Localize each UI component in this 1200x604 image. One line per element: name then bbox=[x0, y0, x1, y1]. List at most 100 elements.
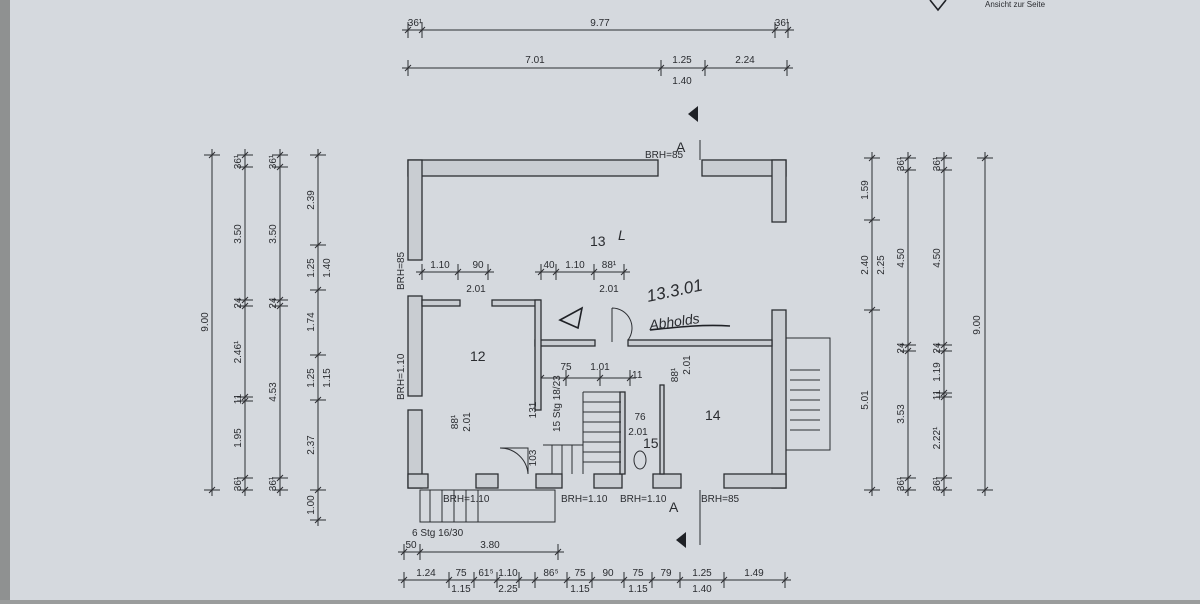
dimension-tick bbox=[418, 268, 426, 276]
dimension-label: 1.10 bbox=[430, 260, 450, 271]
dimension-label: 36¹ bbox=[932, 476, 943, 491]
dimension-tick bbox=[868, 306, 876, 314]
dimension-label: 1.25 bbox=[306, 368, 317, 388]
dimension-tick bbox=[493, 576, 501, 584]
dimension-label: 1.19 bbox=[932, 362, 943, 382]
dimension-tick bbox=[416, 548, 424, 556]
dimension-tick bbox=[904, 474, 912, 482]
dimension-label: 1.74 bbox=[306, 312, 317, 332]
dimension-label: 36¹ bbox=[896, 476, 907, 491]
dimension-label: 36¹ bbox=[268, 154, 279, 169]
sill-top: BRH=85 bbox=[645, 150, 684, 161]
dimension-tick bbox=[657, 64, 665, 72]
dimension-label: 24 bbox=[932, 342, 943, 354]
dimension-tick bbox=[484, 268, 492, 276]
dimension-tick bbox=[404, 26, 412, 34]
dimension-label: 24 bbox=[896, 342, 907, 354]
dimension-label: 2.46¹ bbox=[233, 340, 244, 363]
dimension-tick bbox=[904, 154, 912, 162]
dimension-tick bbox=[554, 548, 562, 556]
dimension-tick bbox=[552, 268, 560, 276]
dimension-label: 88¹ bbox=[670, 367, 681, 382]
dimension-tick bbox=[620, 268, 628, 276]
dimension-label: 4.53 bbox=[268, 382, 279, 402]
dimension-lines bbox=[204, 22, 993, 588]
sill-bottom-2: BRH=1.10 bbox=[561, 494, 608, 505]
dimension-label: 4.50 bbox=[896, 248, 907, 268]
dimension-tick bbox=[208, 151, 216, 159]
dimension-label: 1.40 bbox=[672, 76, 692, 87]
paper-edge bbox=[0, 0, 10, 600]
dimension-label: 40 bbox=[543, 260, 555, 271]
dimension-label: 2.22¹ bbox=[932, 426, 943, 449]
dimension-tick bbox=[940, 154, 948, 162]
dimension-tick bbox=[940, 393, 948, 401]
dimension-label: 1.00 bbox=[306, 495, 317, 515]
section-arrow-bottom-icon bbox=[676, 532, 686, 548]
dimension-label: 36¹ bbox=[896, 156, 907, 171]
dimension-label: 50 bbox=[405, 540, 417, 551]
dimension-label: 2.25 bbox=[876, 255, 887, 275]
dimension-tick bbox=[314, 351, 322, 359]
dimension-tick bbox=[701, 64, 709, 72]
dimension-label: 1.10 bbox=[565, 260, 585, 271]
dimension-label: 2.39 bbox=[306, 190, 317, 210]
dimension-tick bbox=[563, 576, 571, 584]
dimension-label: 2.25 bbox=[498, 584, 518, 595]
dimension-label: 36¹ bbox=[775, 18, 790, 29]
dimension-label: 1.25 bbox=[692, 568, 712, 579]
dimension-tick bbox=[904, 486, 912, 494]
dimension-label: 90 bbox=[472, 260, 484, 271]
dimension-label: 36¹ bbox=[233, 476, 244, 491]
dimension-tick bbox=[314, 516, 322, 524]
dimension-label: 11 bbox=[233, 393, 244, 404]
dimension-tick bbox=[981, 486, 989, 494]
room-12-label: 12 bbox=[470, 348, 486, 364]
dimension-label: 1.15 bbox=[451, 584, 471, 595]
dimension-tick bbox=[781, 576, 789, 584]
handwritten-signature: Abholds bbox=[647, 310, 700, 333]
dimension-tick bbox=[241, 296, 249, 304]
dimension-tick bbox=[418, 26, 426, 34]
dimension-label: 88¹ bbox=[602, 260, 617, 271]
stair-and-fixtures bbox=[419, 0, 947, 548]
dimension-tick bbox=[276, 296, 284, 304]
dimension-tick bbox=[241, 486, 249, 494]
dimension-label: 2.37 bbox=[306, 435, 317, 455]
dimension-label: 3.50 bbox=[268, 224, 279, 244]
dimension-label: 36¹ bbox=[408, 18, 423, 29]
dimension-tick bbox=[470, 576, 478, 584]
dimension-tick bbox=[784, 26, 792, 34]
dimension-label: 1.15 bbox=[322, 368, 333, 388]
dimension-tick bbox=[276, 474, 284, 482]
stair-entry-label: 6 Stg 16/30 bbox=[412, 528, 464, 539]
handwritten-mark: L bbox=[618, 227, 626, 243]
dimension-label: 1.25 bbox=[672, 55, 692, 66]
dimension-label: 2.01 bbox=[628, 427, 648, 438]
dimension-tick bbox=[445, 576, 453, 584]
dimension-tick bbox=[720, 576, 728, 584]
dimension-tick bbox=[626, 374, 634, 382]
dimension-tick bbox=[590, 268, 598, 276]
dimension-tick bbox=[940, 166, 948, 174]
dimension-tick bbox=[940, 341, 948, 349]
dimension-label: 3.80 bbox=[480, 540, 500, 551]
dimension-tick bbox=[241, 474, 249, 482]
sill-bottom-4: BRH=85 bbox=[701, 494, 740, 505]
dimension-label: 2.01 bbox=[462, 412, 473, 432]
dimension-label: 9.77 bbox=[590, 18, 610, 29]
dimension-tick bbox=[241, 397, 249, 405]
dimension-label: 2.01 bbox=[599, 284, 619, 295]
dimension-tick bbox=[868, 154, 876, 162]
room-11-label: 11 bbox=[632, 370, 643, 381]
dimension-label: 2.01 bbox=[466, 284, 486, 295]
dimension-tick bbox=[276, 302, 284, 310]
dimension-label: 1.49 bbox=[744, 568, 764, 579]
dimension-tick bbox=[596, 374, 604, 382]
dimension-tick bbox=[276, 151, 284, 159]
room-14-label: 14 bbox=[705, 407, 721, 423]
dimension-tick bbox=[314, 241, 322, 249]
corner-mark-icon bbox=[929, 0, 947, 12]
